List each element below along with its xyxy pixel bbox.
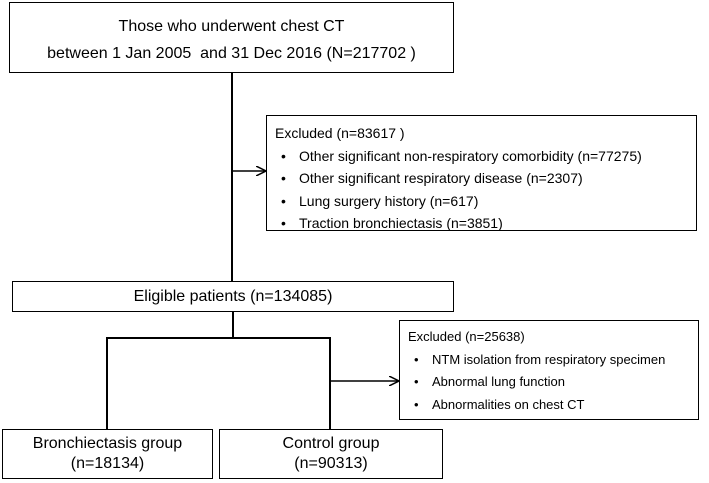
control-group-count: (n=90313) xyxy=(294,455,368,472)
exclusion-2-title: Excluded (n=25638) xyxy=(408,329,525,344)
exclusion-box-2: Excluded (n=25638) NTM isolation from re… xyxy=(399,320,699,420)
control-group-label: Control group xyxy=(282,435,380,452)
top-box-line2: between 1 Jan 2005 and 31 Dec 2016 (N=21… xyxy=(47,45,416,62)
exclusion-1-item: Other significant non-respiratory comorb… xyxy=(275,145,696,168)
control-group-box: Control group (n=90313) xyxy=(219,429,443,479)
exclusion-1-item: Lung surgery history (n=617) xyxy=(275,190,696,213)
connector-top-to-eligible xyxy=(231,73,233,281)
exclusion-2-item: Abnormalities on chest CT xyxy=(408,394,698,417)
bronchiectasis-group-count: (n=18134) xyxy=(70,455,145,472)
connector-to-bronchiectasis xyxy=(106,337,108,429)
eligible-label: Eligible patients (n=134085) xyxy=(133,288,333,305)
bronchiectasis-group-label: Bronchiectasis group xyxy=(32,435,183,452)
top-box: Those who underwent chest CT between 1 J… xyxy=(9,2,454,73)
exclusion-1-list: Other significant non-respiratory comorb… xyxy=(275,145,696,235)
exclusion-1-title: Excluded (n=83617 ) xyxy=(275,125,405,141)
exclusion-2-list: NTM isolation from respiratory specimen … xyxy=(408,349,698,417)
connector-to-control xyxy=(329,337,331,429)
eligible-box: Eligible patients (n=134085) xyxy=(12,281,454,312)
exclusion-2-item: NTM isolation from respiratory specimen xyxy=(408,349,698,372)
exclusion-1-item: Traction bronchiectasis (n=3851) xyxy=(275,212,696,235)
exclusion-2-item: Abnormal lung function xyxy=(408,371,698,394)
connector-split-horizontal xyxy=(106,337,330,339)
exclusion-1-item: Other significant respiratory disease (n… xyxy=(275,167,696,190)
top-box-line1: Those who underwent chest CT xyxy=(118,18,345,35)
connector-eligible-to-split xyxy=(232,312,234,338)
bronchiectasis-group-box: Bronchiectasis group (n=18134) xyxy=(2,429,213,479)
exclusion-box-1: Excluded (n=83617 ) Other significant no… xyxy=(266,115,697,234)
